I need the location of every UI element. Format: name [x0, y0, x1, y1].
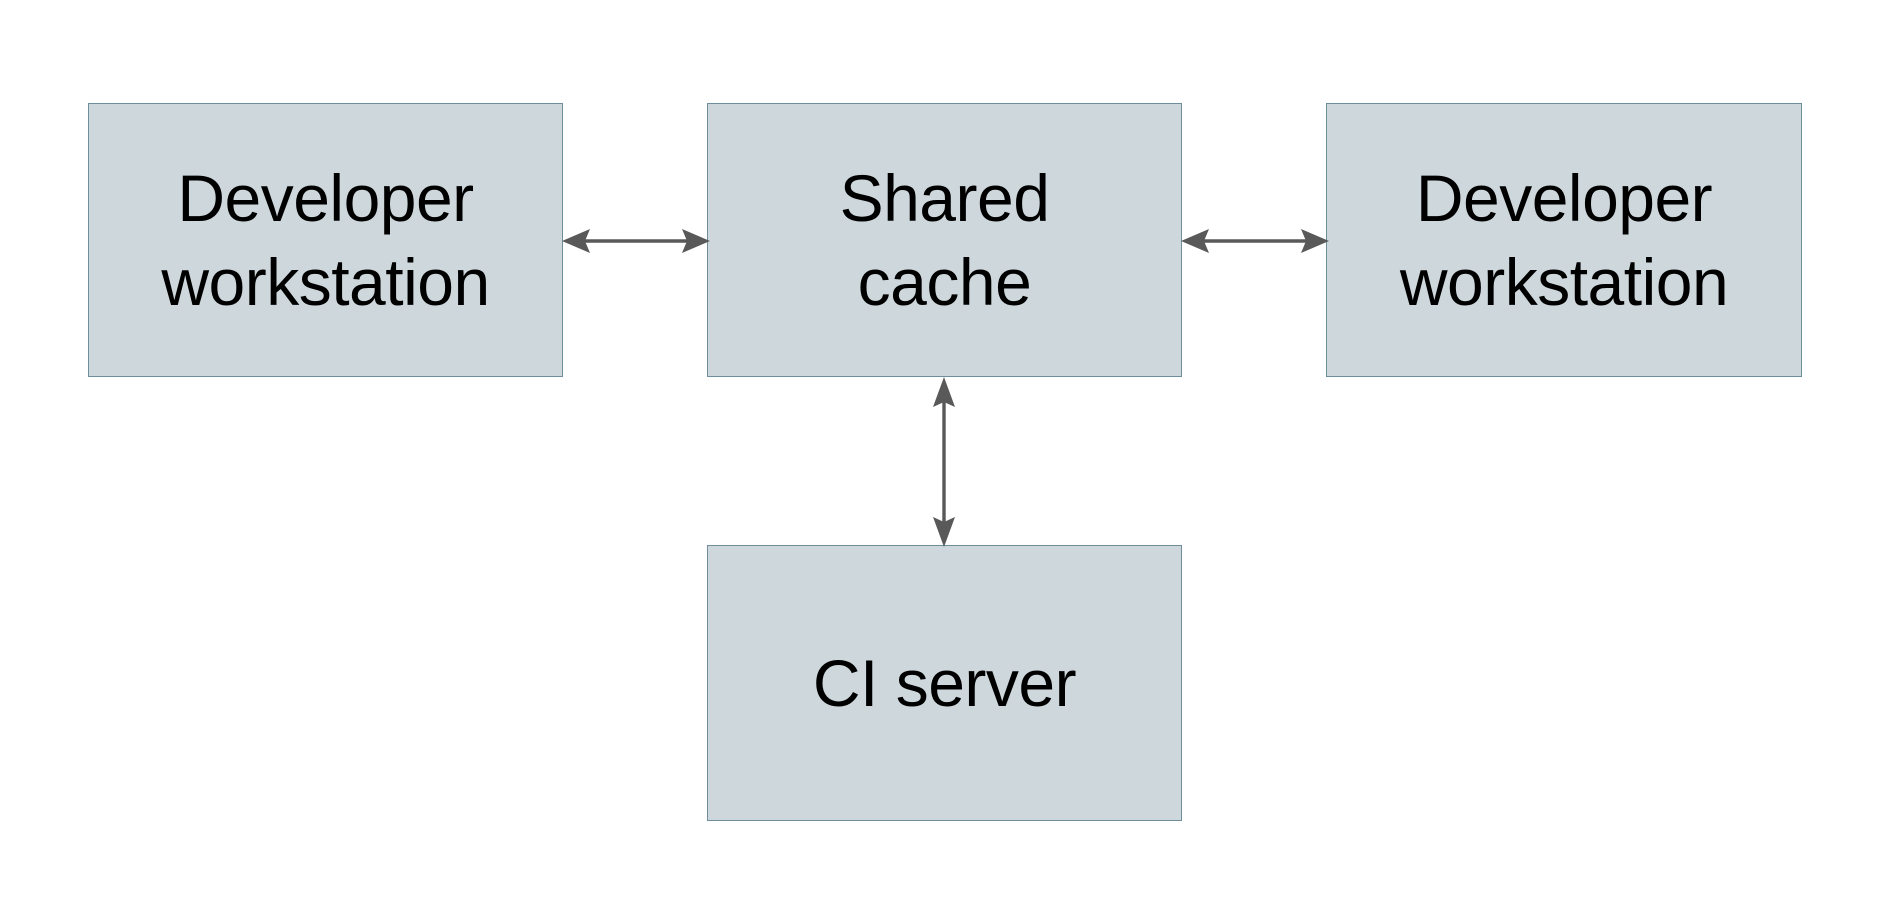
node-shared-cache[interactable]: Shared cache: [707, 103, 1182, 377]
double-arrow-icon: [562, 229, 710, 253]
connector-cache-to-dev-right: [1181, 229, 1329, 253]
node-label: Developer workstation: [1399, 161, 1729, 319]
node-developer-workstation-right[interactable]: Developer workstation: [1326, 103, 1802, 377]
connector-cache-to-ci: [933, 377, 955, 547]
node-label: CI server: [812, 646, 1077, 720]
connector-dev-left-to-cache: [562, 229, 710, 253]
double-arrow-icon: [933, 377, 955, 547]
node-label: Developer workstation: [161, 161, 490, 319]
double-arrow-icon: [1181, 229, 1329, 253]
node-developer-workstation-left[interactable]: Developer workstation: [88, 103, 563, 377]
node-label: Shared cache: [839, 161, 1050, 319]
node-ci-server[interactable]: CI server: [707, 545, 1182, 821]
